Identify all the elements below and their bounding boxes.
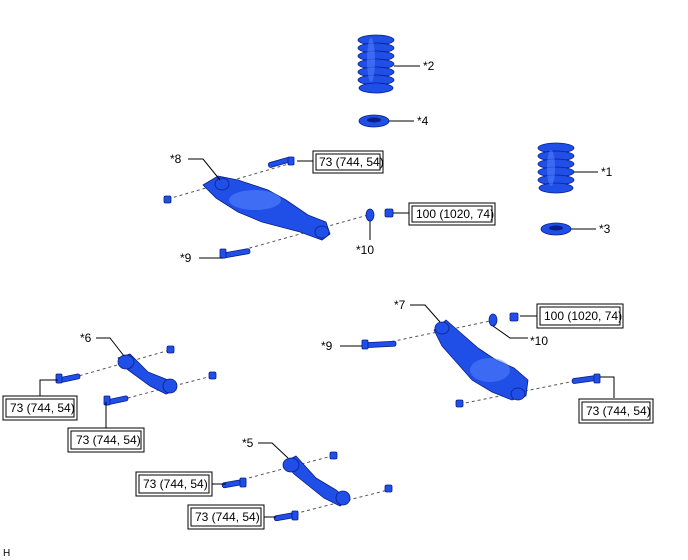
nut-link6-right (208, 371, 217, 380)
torque-link5-a: 73 (744, 54) (143, 477, 208, 491)
callout-7: *7 (394, 298, 406, 312)
nut-lower-arm-bottom (455, 399, 464, 408)
callout-2: *2 (423, 59, 435, 73)
callout-3: *3 (599, 222, 611, 236)
callout-8: *8 (170, 152, 182, 166)
coil-spring-right (537, 142, 575, 194)
spring-insulator-right (540, 222, 572, 236)
torque-link6-a: 73 (744, 54) (10, 401, 75, 415)
washer-upper-arm (365, 208, 375, 222)
callout-10-upper: *10 (356, 243, 374, 257)
bolt-upper-arm-bottom (219, 248, 251, 259)
bolt-lower-arm-left (361, 339, 397, 350)
coil-spring-upper (357, 34, 395, 94)
nut-link6-top (166, 345, 175, 354)
link-6 (117, 353, 178, 395)
callout-1: *1 (601, 165, 613, 179)
callout-4: *4 (417, 114, 429, 128)
callout-6: *6 (80, 331, 92, 345)
bolt-link6-bottom (103, 395, 129, 406)
torque-lower-arm: 73 (744, 54) (586, 404, 651, 418)
nut-upper-arm-left (163, 195, 172, 204)
nut-lower-arm-top (509, 312, 519, 322)
washer-lower-arm (488, 313, 498, 327)
bolt-upper-arm-top (267, 156, 295, 168)
bolt-link5-left (221, 477, 247, 489)
callout-9-upper: *9 (180, 251, 192, 265)
callout-5: *5 (242, 436, 254, 450)
callout-9-lower: *9 (321, 339, 333, 353)
torque-upper-nut: 100 (1020, 74) (416, 207, 494, 221)
link-5 (282, 455, 351, 507)
bolt-link5-bottom (273, 510, 299, 522)
torque-lower-nut: 100 (1020, 74) (544, 309, 622, 323)
torque-link6-b: 73 (744, 54) (76, 433, 141, 447)
lower-arm (433, 319, 529, 401)
nut-link5-right (384, 484, 393, 493)
callout-10-lower: *10 (530, 334, 548, 348)
nut-upper-arm-right (384, 208, 394, 218)
torque-link5-b: 73 (744, 54) (195, 510, 260, 524)
bolt-lower-arm-right (571, 373, 601, 384)
upper-arm (202, 175, 331, 241)
bolt-link6-left (55, 373, 81, 384)
torque-upper-arm: 73 (744, 54) (319, 155, 384, 169)
figure-corner-label: H (3, 548, 10, 559)
spring-insulator-upper (358, 114, 390, 128)
nut-link5-top (329, 451, 338, 460)
